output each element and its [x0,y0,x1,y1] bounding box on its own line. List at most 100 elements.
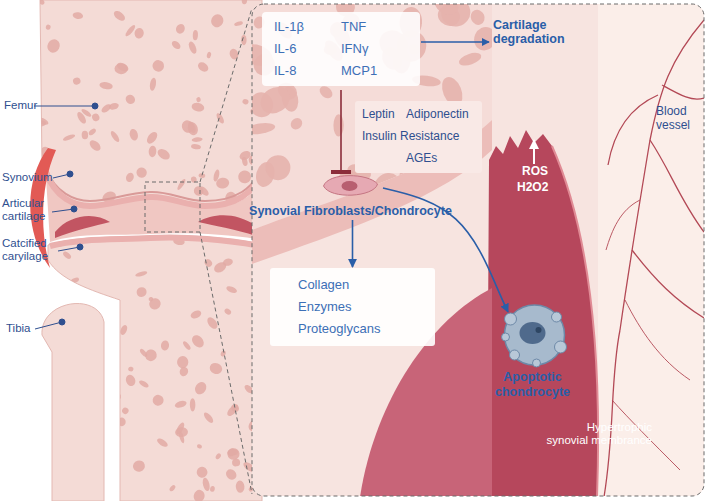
leader-dot [59,319,65,325]
bone-spot [169,484,177,492]
bone-spot [99,81,113,90]
bone-spot [62,400,72,411]
node-text: IFNγ [341,38,408,60]
meniscus [55,216,110,238]
inhibition-line [340,90,342,172]
cell-body [505,305,565,365]
bone-spot [138,379,150,389]
bone-spot [193,489,206,501]
bone-spot [174,23,186,36]
bone-spot [136,167,147,178]
vessel [620,20,704,330]
bone-spot [45,24,51,30]
cell-bleb [555,341,567,353]
bone-spot [135,270,148,277]
ros-arrow [533,140,535,164]
bone-spot [457,50,482,68]
bone-spot [452,183,465,207]
bone-spot [107,496,114,501]
bone-spot [232,458,241,466]
bone-spot [125,172,136,184]
fibroblast-cell [248,168,453,204]
vessel [625,300,690,380]
bone-spot [228,449,238,456]
bone-spot [225,403,240,418]
bone-spot [223,307,232,315]
bone-spot [124,24,137,38]
bone-spot [195,465,210,480]
bone-spot [57,424,67,436]
bone-spot [114,63,128,74]
bone-spot [76,111,88,125]
bone-spot [178,366,189,378]
bone-spot [145,130,159,145]
node-text: Enzymes [298,296,407,318]
bone-spot [190,333,207,350]
bone-spot [187,40,198,54]
bone-spot [224,467,239,482]
part-label: Leptin [362,108,402,122]
part-label: Cartilage degradation [493,18,583,47]
node-text: Synovial Fibroblasts/Chondrocyte [248,204,453,218]
bone-spot [121,406,130,415]
leader-line [35,322,62,329]
vessel [650,140,704,232]
factor-panel [355,101,482,173]
bone-spot [88,127,97,136]
bone-spot [109,130,121,143]
part-label: Catcified caryilage [2,237,58,263]
bone-spot [112,313,121,319]
node-text: IL-8 [274,60,341,82]
inset-content [252,4,704,496]
part-label: H2O2 [517,181,567,195]
fibula-bone [42,303,104,501]
bone-spot [128,366,134,372]
bone-spot [182,340,192,351]
bone-spot [148,145,157,157]
bone-spot [333,114,343,136]
vessel [606,200,640,250]
inset-frame [252,4,704,496]
bone-spot [215,177,229,189]
bone-spot [78,291,87,299]
bone-spot [132,459,147,473]
bone-spot [192,184,206,198]
bone-spot [242,98,249,105]
bone-spot [191,102,205,113]
bone-spot [117,417,126,426]
bone-spot [174,399,187,409]
bone-spot [208,361,224,376]
bone-spot [222,258,234,267]
part-label: Synovium [2,171,54,184]
part-label: ROS [522,165,562,179]
cell-bleb [552,312,562,322]
cytokine-arrow [421,41,489,43]
bone-spot [73,360,78,370]
bone-spot [102,413,112,420]
bone-spot [252,121,276,136]
femur-bone [40,0,262,205]
bone-spot [91,113,100,123]
cell-bleb [502,333,510,341]
bone-spot [256,82,295,119]
bone-texture [45,233,264,501]
bone-spot [97,464,108,477]
bone-spot [170,39,182,50]
part-label: Femur [4,99,44,112]
bone-spot [124,93,137,106]
bone-spot [160,340,170,351]
bone-spot [62,250,72,260]
bone-spot [52,414,66,427]
bone-spot [215,452,222,460]
zoom-line [200,232,252,494]
bone-spot [202,477,211,492]
bone-spot [152,394,164,406]
bone-spot [430,4,462,19]
part-label: AGEs [406,152,456,166]
bone-spot [95,394,110,406]
flow-arrow [383,188,508,312]
node-text: Proteoglycans [298,318,407,340]
articular-cartilage [46,172,261,206]
leader-line [34,106,95,107]
bone-spot [192,137,203,143]
